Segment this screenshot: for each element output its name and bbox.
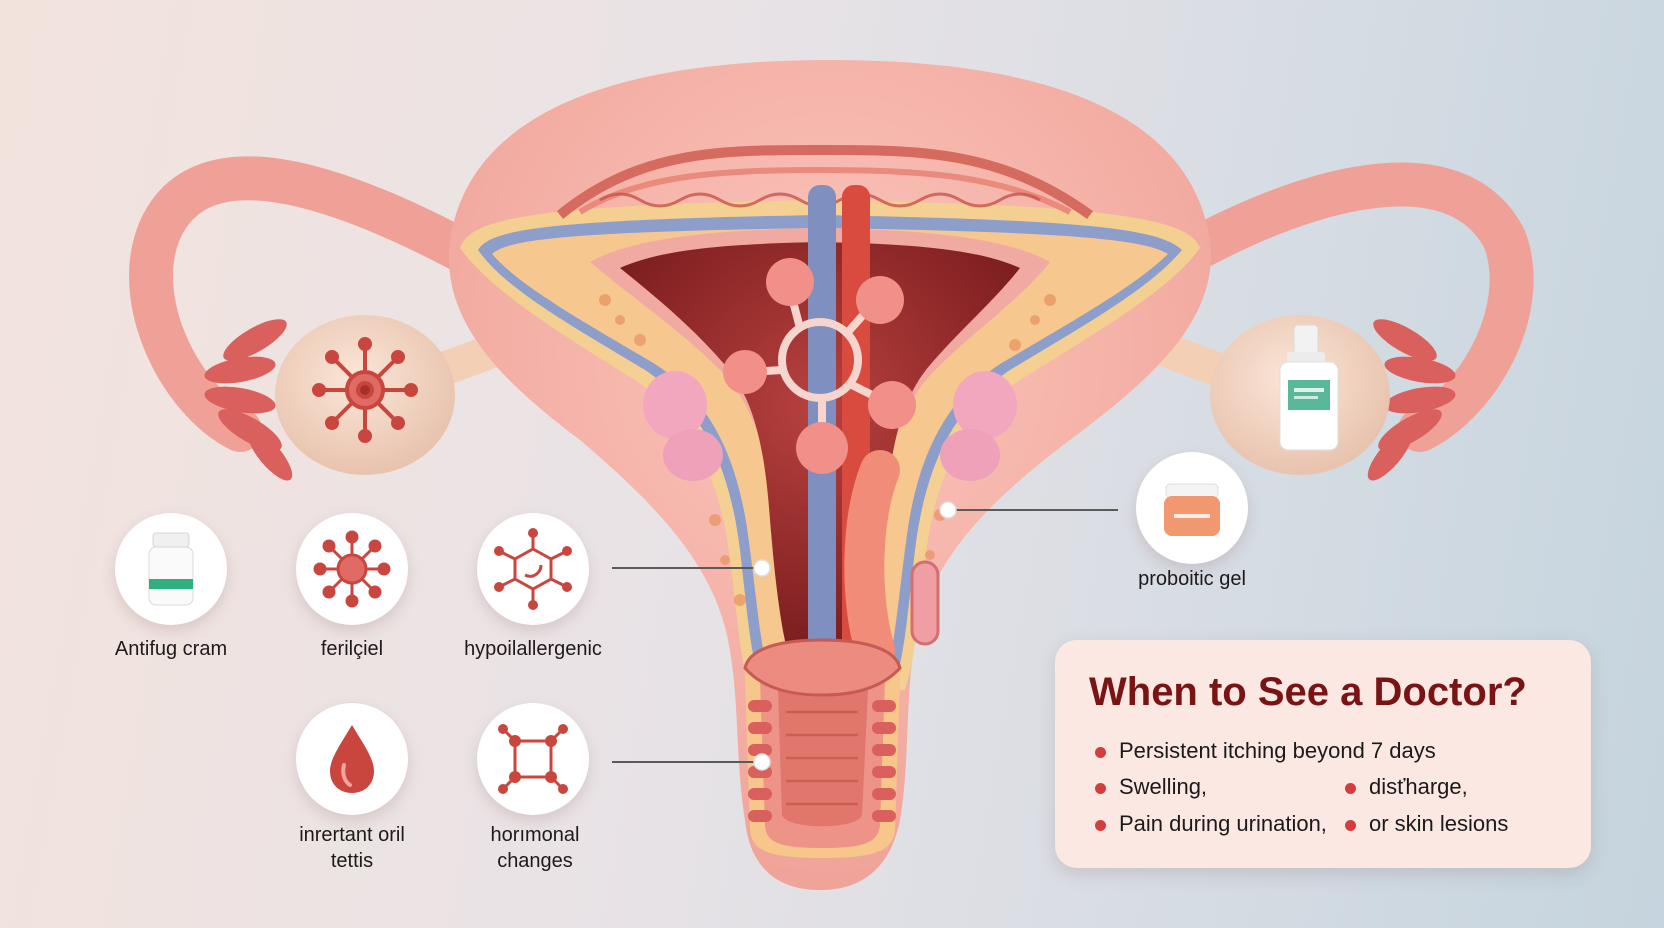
badge-hypoallergenic[interactable] [477, 513, 589, 625]
molecule-icon [494, 528, 572, 610]
symptom-item: Swelling, [1095, 774, 1207, 800]
doctor-advice-card: When to See a Doctor? Persistent itching… [1055, 640, 1591, 868]
blood-drop-icon [330, 725, 374, 793]
label-probiotic-gel: proboitic gel [1138, 568, 1246, 590]
hormone-network-icon [498, 724, 568, 794]
label-fertile-gel: ferilçiel [320, 638, 384, 660]
right-fallopian-tube [1163, 162, 1534, 452]
doctor-card-title: When to See a Doctor? [1089, 670, 1527, 714]
spray-bottle-icon [1279, 324, 1339, 451]
symptom-item: disťharge, [1345, 774, 1468, 800]
badge-antifungal-cream[interactable] [115, 513, 227, 625]
cream-jar-icon [1164, 483, 1220, 536]
label-hypoallergenic: hypoilallergenic [464, 638, 602, 660]
badge-fertile-gel[interactable] [296, 513, 408, 625]
label-antifungal-cream: Antifug cram [114, 638, 228, 660]
symptom-item: Pain during urination, [1095, 811, 1327, 837]
pointer-lines [612, 509, 1118, 763]
symptom-item: Persistent itching beyond 7 days [1095, 738, 1436, 764]
label-hormonal: horımonal changes [490, 824, 580, 872]
microbe-icon [313, 530, 391, 608]
symptom-item: or skin lesions [1345, 811, 1508, 837]
badge-irritant[interactable] [296, 703, 408, 815]
ovary-microbe-icon [312, 337, 418, 443]
pill-bottle-icon [148, 532, 194, 606]
left-fimbriae [204, 319, 293, 481]
label-irritant: inrertant oril tettis [299, 824, 405, 872]
left-fallopian-tube [129, 156, 492, 452]
right-fimbriae [1367, 319, 1456, 481]
badge-probiotic-gel[interactable] [1136, 452, 1248, 564]
badge-hormonal[interactable] [477, 703, 589, 815]
